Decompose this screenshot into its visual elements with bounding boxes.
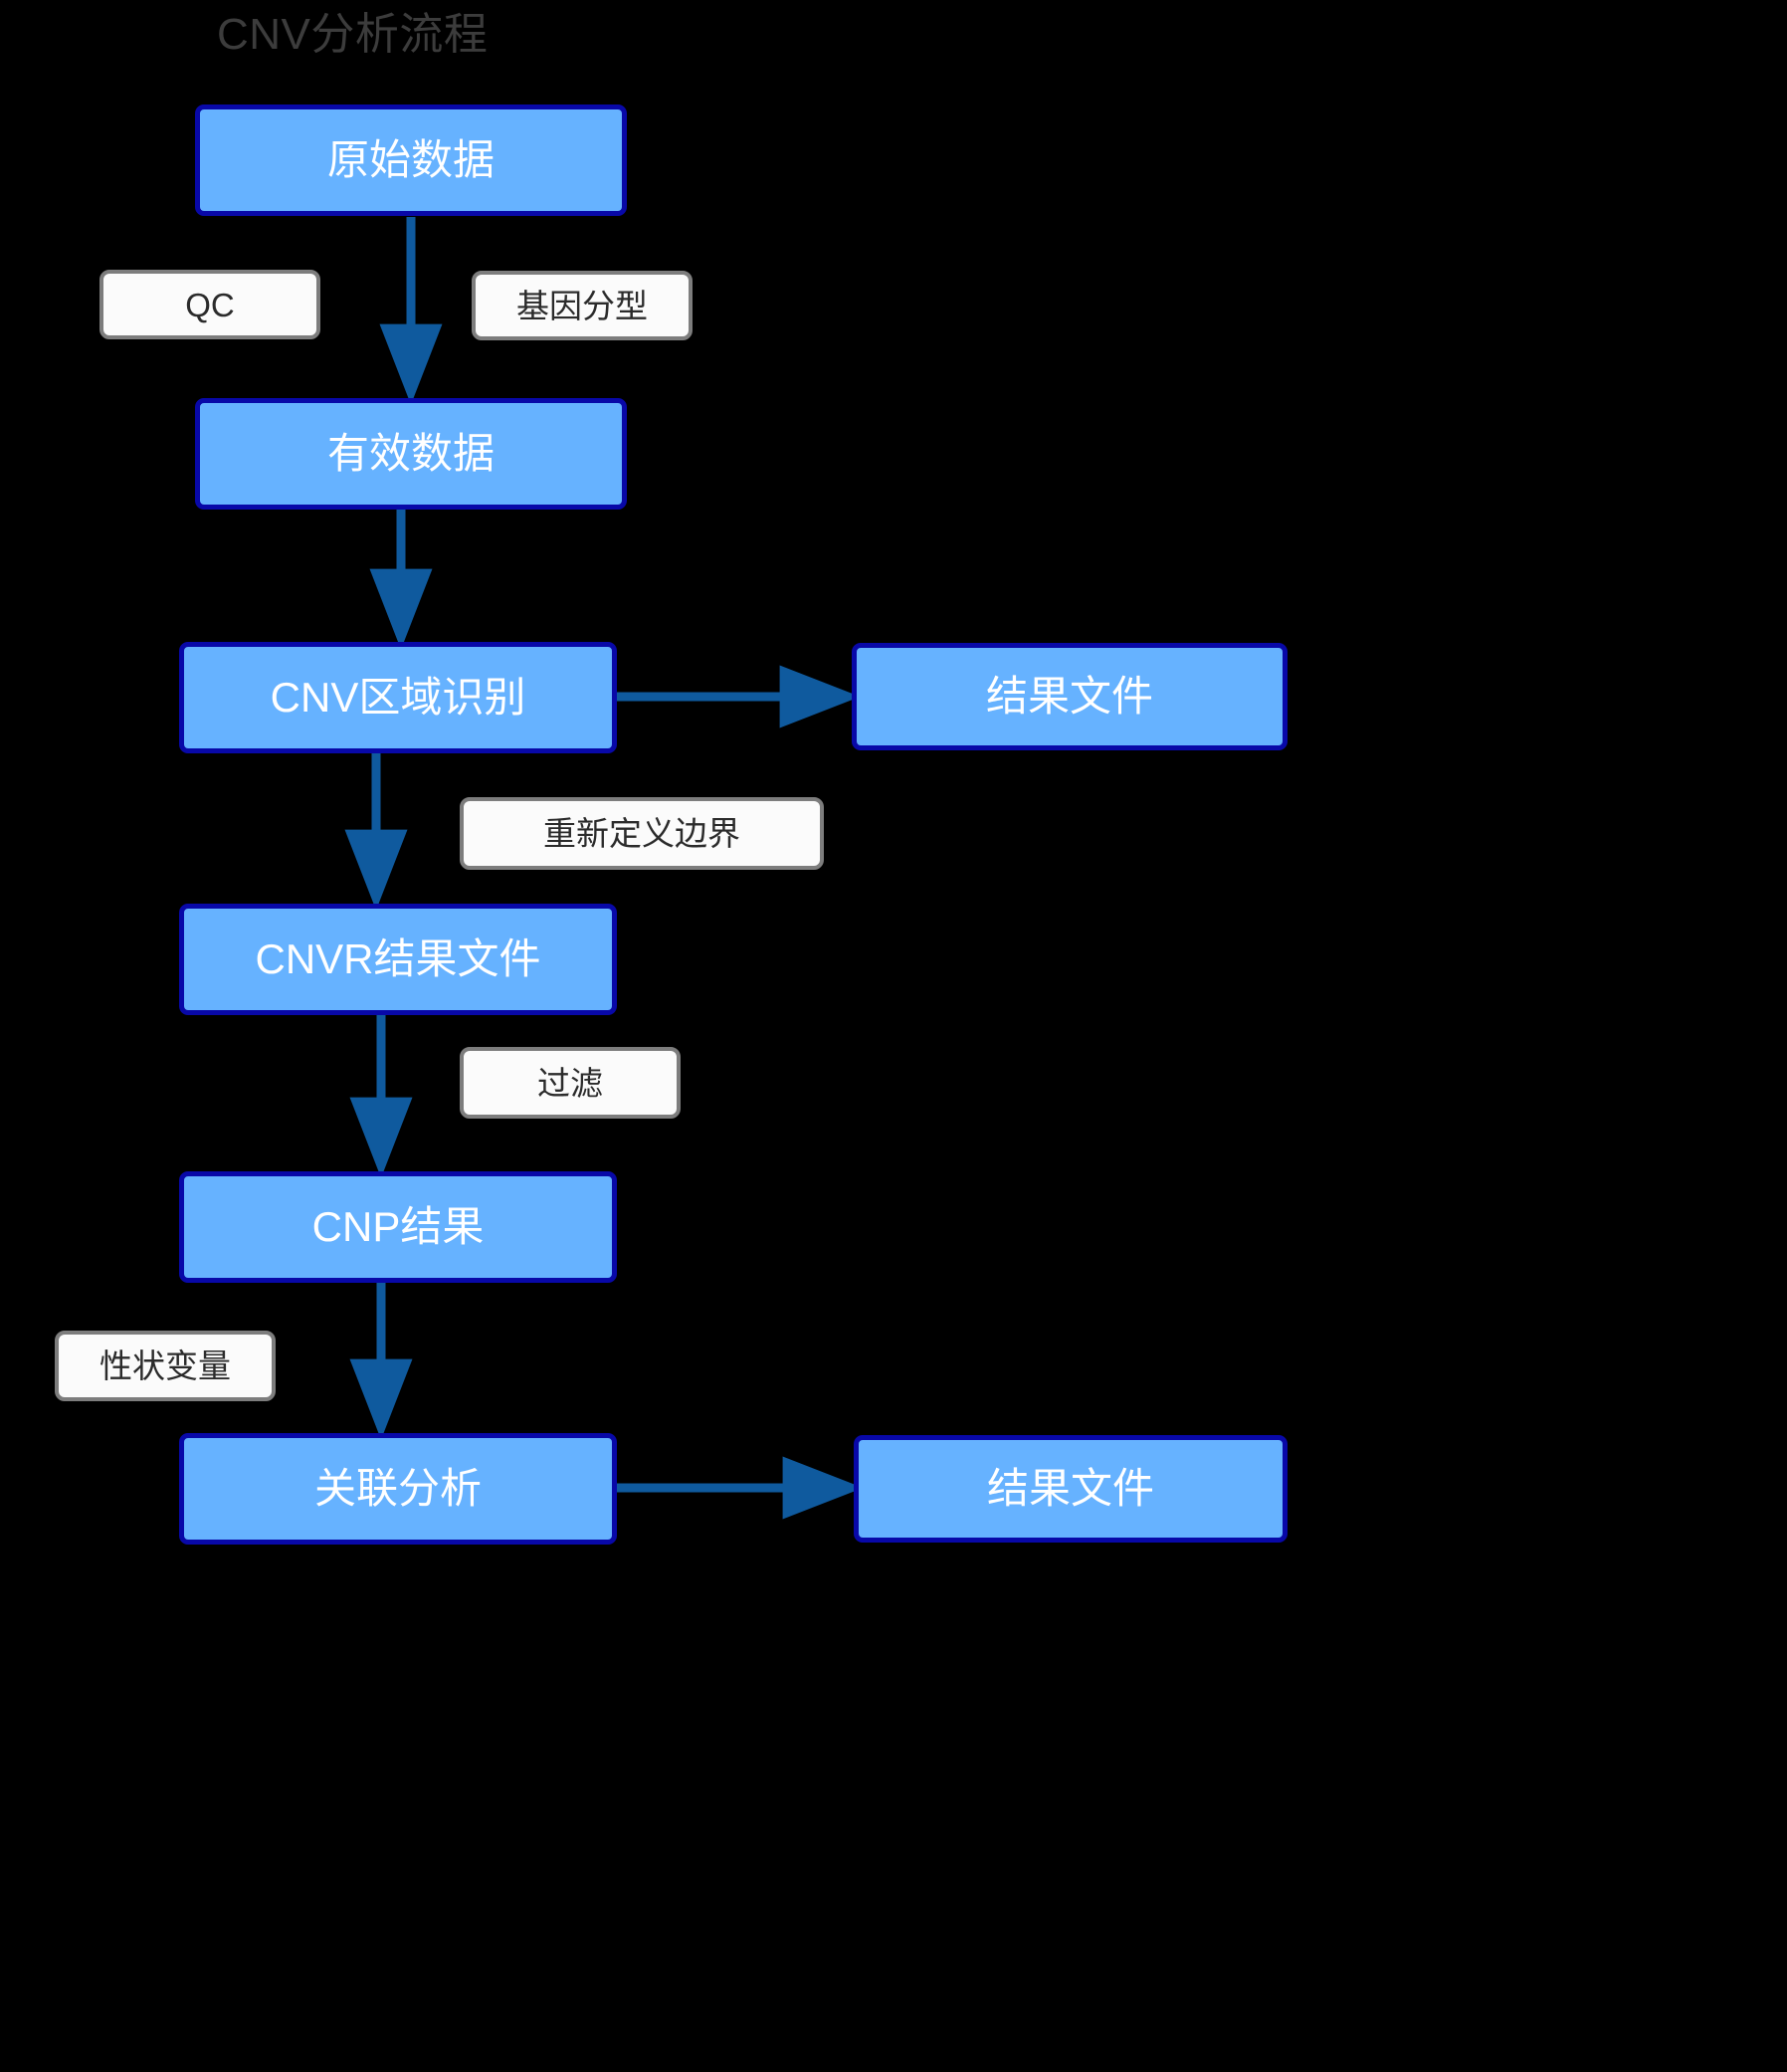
node-label: CNV区域识别 <box>270 674 526 721</box>
edge-label-redefine[interactable]: 重新定义边界 <box>460 797 824 870</box>
edge-label-trait-variable[interactable]: 性状变量 <box>55 1331 276 1401</box>
node-assoc-analysis[interactable]: 关联分析 <box>179 1433 617 1545</box>
node-cnvr-result[interactable]: CNVR结果文件 <box>179 904 617 1015</box>
edge-label-text: 重新定义边界 <box>543 815 740 852</box>
node-result-file-1[interactable]: 结果文件 <box>852 643 1288 750</box>
node-cnv-region[interactable]: CNV区域识别 <box>179 642 617 753</box>
node-label: CNVR结果文件 <box>255 935 541 982</box>
node-label: CNP结果 <box>311 1203 485 1250</box>
edge-label-text: QC <box>185 286 235 323</box>
edge-label-text: 基因分型 <box>516 287 648 324</box>
node-label: 结果文件 <box>985 673 1153 720</box>
node-label: 关联分析 <box>313 1465 482 1512</box>
edge-label-text: 过滤 <box>537 1064 603 1102</box>
node-cnp-result[interactable]: CNP结果 <box>179 1171 617 1283</box>
node-label: 有效数据 <box>326 430 495 477</box>
edge-label-text: 性状变量 <box>99 1347 231 1384</box>
node-raw-data[interactable]: 原始数据 <box>195 104 627 216</box>
node-label: 结果文件 <box>986 1465 1154 1512</box>
edge-label-genotyping[interactable]: 基因分型 <box>472 271 693 340</box>
edge-label-filter[interactable]: 过滤 <box>460 1047 681 1119</box>
page-title: CNV分析流程 <box>217 10 489 59</box>
edge-label-qc[interactable]: QC <box>99 270 320 339</box>
node-valid-data[interactable]: 有效数据 <box>195 398 627 510</box>
node-label: 原始数据 <box>326 136 495 183</box>
node-result-file-2[interactable]: 结果文件 <box>854 1435 1288 1543</box>
